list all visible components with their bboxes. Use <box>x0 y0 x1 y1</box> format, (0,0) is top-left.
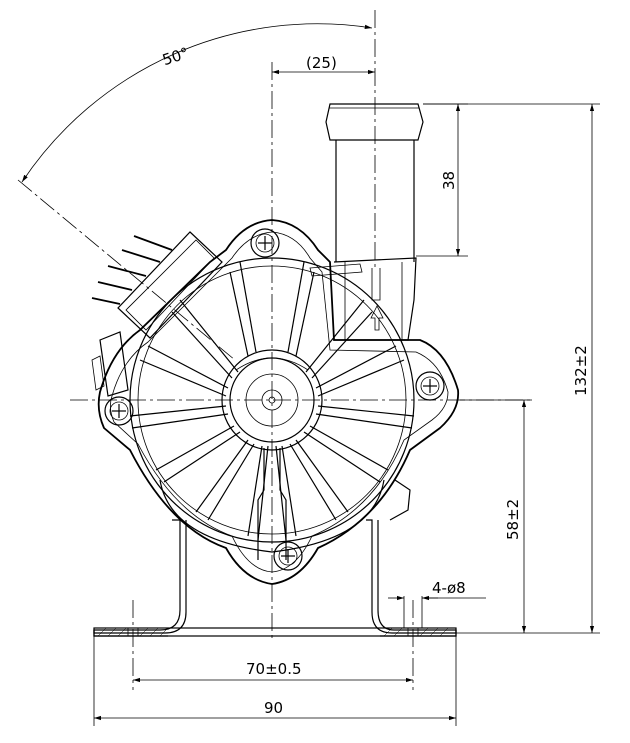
holes-label: 4-ø8 <box>432 579 466 597</box>
casing-ribs <box>129 261 415 541</box>
center-height-label: 58±2 <box>504 499 522 540</box>
holes-dimension: 4-ø8 <box>388 579 486 628</box>
pump-body <box>97 219 460 585</box>
outlet-pipe <box>309 103 424 341</box>
screw-left <box>104 396 134 426</box>
center-height-dimension: 58±2 <box>460 399 532 633</box>
total-height-dimension: 132±2 <box>423 103 600 634</box>
total-height-label: 132±2 <box>572 345 590 396</box>
base-width-label: 90 <box>264 699 283 717</box>
screw-top <box>250 228 280 258</box>
mounting-bracket <box>93 519 457 637</box>
screw-bottom <box>273 541 303 571</box>
hole-spacing-label: 70±0.5 <box>246 660 302 678</box>
base-width-dimension: 90 <box>93 630 457 726</box>
outlet-length-label: 38 <box>440 171 458 190</box>
angle-dimension: 50° <box>21 23 373 183</box>
offset-label: (25) <box>306 54 337 72</box>
offset-dimension: (25) <box>272 54 375 75</box>
electrical-connector <box>91 231 223 397</box>
angle-label: 50° <box>160 44 191 69</box>
hole-spacing-dimension: 70±0.5 <box>133 660 413 683</box>
outlet-length-dimension: 38 <box>416 103 468 257</box>
screw-right <box>415 371 445 401</box>
